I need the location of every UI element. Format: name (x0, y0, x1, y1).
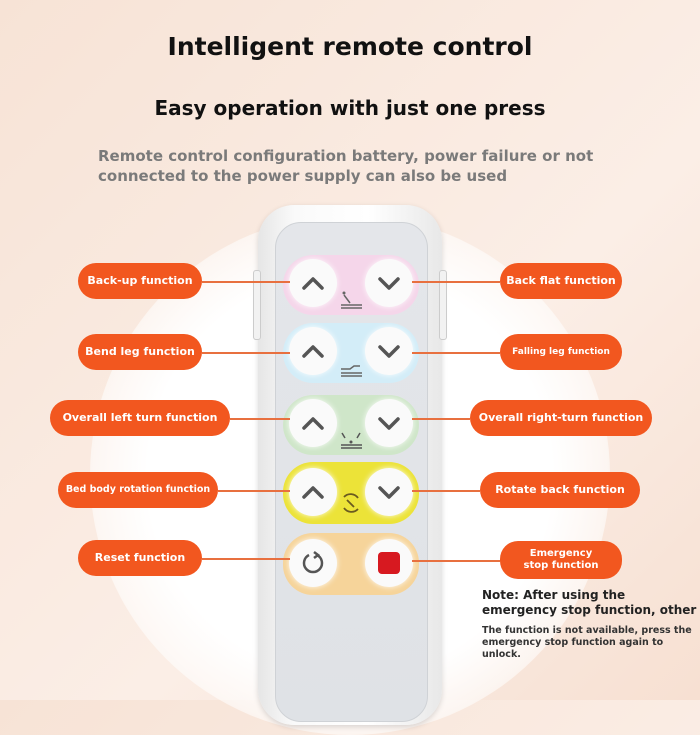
right-turn-button[interactable] (365, 399, 413, 447)
bed-rotation-button[interactable] (289, 468, 337, 516)
row-reset (283, 533, 419, 595)
connector (218, 490, 290, 492)
chevron-down-icon (378, 417, 400, 430)
back-flat-button[interactable] (365, 259, 413, 307)
back-up-button[interactable] (289, 259, 337, 307)
bed-turn-icon (341, 432, 362, 449)
connector (412, 418, 470, 420)
rotate-icon (302, 551, 324, 574)
stop-square-icon (378, 552, 400, 574)
label-right-turn: Overall right-turn function (470, 400, 652, 436)
note-title: Note: After using the emergency stop fun… (482, 588, 697, 617)
connector (202, 281, 290, 283)
note-body: The function is not available, press the… (482, 625, 692, 660)
side-button-right (439, 270, 447, 340)
side-button-left (253, 270, 261, 340)
connector (202, 558, 290, 560)
label-reset: Reset function (78, 540, 202, 576)
row-back (283, 255, 419, 315)
label-bed-rotation: Bed body rotation function (58, 472, 218, 508)
connector (412, 352, 500, 354)
label-rotate-back: Rotate back function (480, 472, 640, 508)
row-turn (283, 395, 419, 455)
connector (412, 490, 480, 492)
page-subtitle: Easy operation with just one press (154, 96, 546, 120)
connector (230, 418, 290, 420)
emergency-stop-button[interactable] (365, 539, 413, 587)
connector (412, 560, 500, 562)
connector (202, 352, 290, 354)
bed-rotation-icon (343, 493, 359, 513)
row-rotation (283, 462, 419, 524)
reset-button[interactable] (289, 539, 337, 587)
bend-leg-button[interactable] (289, 327, 337, 375)
chevron-down-icon (378, 486, 400, 499)
falling-leg-button[interactable] (365, 327, 413, 375)
rotate-back-button[interactable] (365, 468, 413, 516)
label-left-turn: Overall left turn function (50, 400, 230, 436)
page-title: Intelligent remote control (167, 32, 533, 61)
row-leg (283, 323, 419, 383)
chevron-up-icon (302, 417, 324, 430)
description: Remote control configuration battery, po… (98, 147, 594, 185)
label-back-up: Back-up function (78, 263, 202, 299)
chevron-down-icon (378, 345, 400, 358)
label-bend-leg: Bend leg function (78, 334, 202, 370)
label-back-flat: Back flat function (500, 263, 622, 299)
connector (412, 281, 500, 283)
label-emergency-stop: Emergency stop function (500, 541, 622, 579)
label-falling-leg: Falling leg function (500, 334, 622, 370)
bed-leg-icon (341, 365, 362, 377)
chevron-up-icon (302, 345, 324, 358)
chevron-up-icon (302, 486, 324, 499)
bed-back-icon (341, 291, 362, 309)
chevron-down-icon (378, 277, 400, 290)
chevron-up-icon (302, 277, 324, 290)
left-turn-button[interactable] (289, 399, 337, 447)
